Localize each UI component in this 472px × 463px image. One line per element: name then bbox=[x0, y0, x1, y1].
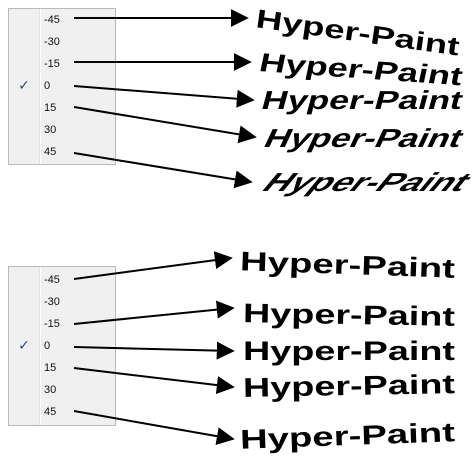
menu-item-label: -15 bbox=[44, 58, 60, 70]
sample-text: Hyper-Paint bbox=[240, 246, 456, 283]
menu-item-label: -45 bbox=[44, 14, 60, 26]
menu-item-label: -15 bbox=[44, 318, 60, 330]
menu-item-label: -30 bbox=[44, 36, 60, 48]
sample-text: Hyper-Paint bbox=[258, 85, 466, 114]
menu-item-30[interactable]: 30 bbox=[9, 120, 115, 142]
pointer-arrows-top bbox=[73, 9, 257, 189]
menu-item-15[interactable]: 15 bbox=[9, 98, 115, 120]
menu-check-gutter bbox=[9, 9, 40, 164]
menu-item-minus-15[interactable]: -15 bbox=[9, 54, 115, 76]
pointer-arrows-bottom bbox=[73, 251, 235, 446]
arrow bbox=[73, 410, 235, 446]
sample-text: Hyper-Paint bbox=[259, 123, 469, 152]
menu-item-label: 0 bbox=[44, 340, 51, 352]
sample-text: Hyper-Paint bbox=[243, 336, 455, 366]
arrow bbox=[73, 85, 255, 108]
checkmark-icon: ✓ bbox=[18, 78, 30, 94]
sample-text: Hyper-Paint bbox=[243, 369, 455, 403]
sample-text: Hyper-Paint bbox=[255, 169, 472, 197]
angle-menu-top: -45 -30 -15 ✓0 15 30 45 bbox=[8, 8, 116, 165]
menu-item-15[interactable]: 15 bbox=[9, 358, 115, 380]
menu-gutter-separator bbox=[40, 267, 41, 425]
sample-group-bottom: Hyper-Paint Hyper-Paint Hyper-Paint Hype… bbox=[240, 246, 456, 454]
arrow bbox=[73, 367, 235, 395]
menu-item-label: 30 bbox=[44, 384, 57, 396]
sample-text: Hyper-Paint bbox=[243, 298, 455, 332]
menu-check-gutter bbox=[9, 267, 40, 425]
sample-group-top: Hyper-Paint Hyper-Paint Hyper-Paint Hype… bbox=[254, 3, 472, 197]
menu-item-0[interactable]: ✓0 bbox=[9, 336, 115, 358]
menu-item-minus-45[interactable]: -45 bbox=[9, 10, 115, 32]
sample-text: Hyper-Paint bbox=[240, 417, 456, 454]
menu-item-45[interactable]: 45 bbox=[9, 142, 115, 164]
menu-item-label: 15 bbox=[44, 362, 57, 374]
menu-item-0[interactable]: ✓0 bbox=[9, 76, 115, 98]
menu-item-label: 0 bbox=[44, 80, 51, 92]
arrow bbox=[73, 152, 253, 189]
menu-gutter-separator bbox=[40, 9, 41, 164]
menu-item-label: -45 bbox=[44, 274, 60, 286]
menu-item-label: 45 bbox=[44, 146, 57, 158]
menu-item-minus-45[interactable]: -45 bbox=[9, 270, 115, 292]
arrow bbox=[73, 251, 233, 280]
arrow bbox=[73, 341, 235, 360]
arrow bbox=[73, 300, 235, 325]
checkmark-icon: ✓ bbox=[18, 338, 30, 354]
menu-item-label: 15 bbox=[44, 102, 57, 114]
menu-item-label: 30 bbox=[44, 124, 57, 136]
menu-item-minus-15[interactable]: -15 bbox=[9, 314, 115, 336]
menu-item-minus-30[interactable]: -30 bbox=[9, 32, 115, 54]
menu-item-minus-30[interactable]: -30 bbox=[9, 292, 115, 314]
menu-item-label: -30 bbox=[44, 296, 60, 308]
menu-item-30[interactable]: 30 bbox=[9, 380, 115, 402]
arrow bbox=[73, 106, 257, 144]
angle-menu-bottom: -45 -30 -15 ✓0 15 30 45 bbox=[8, 266, 116, 426]
menu-item-label: 45 bbox=[44, 406, 57, 418]
menu-item-45[interactable]: 45 bbox=[9, 402, 115, 424]
